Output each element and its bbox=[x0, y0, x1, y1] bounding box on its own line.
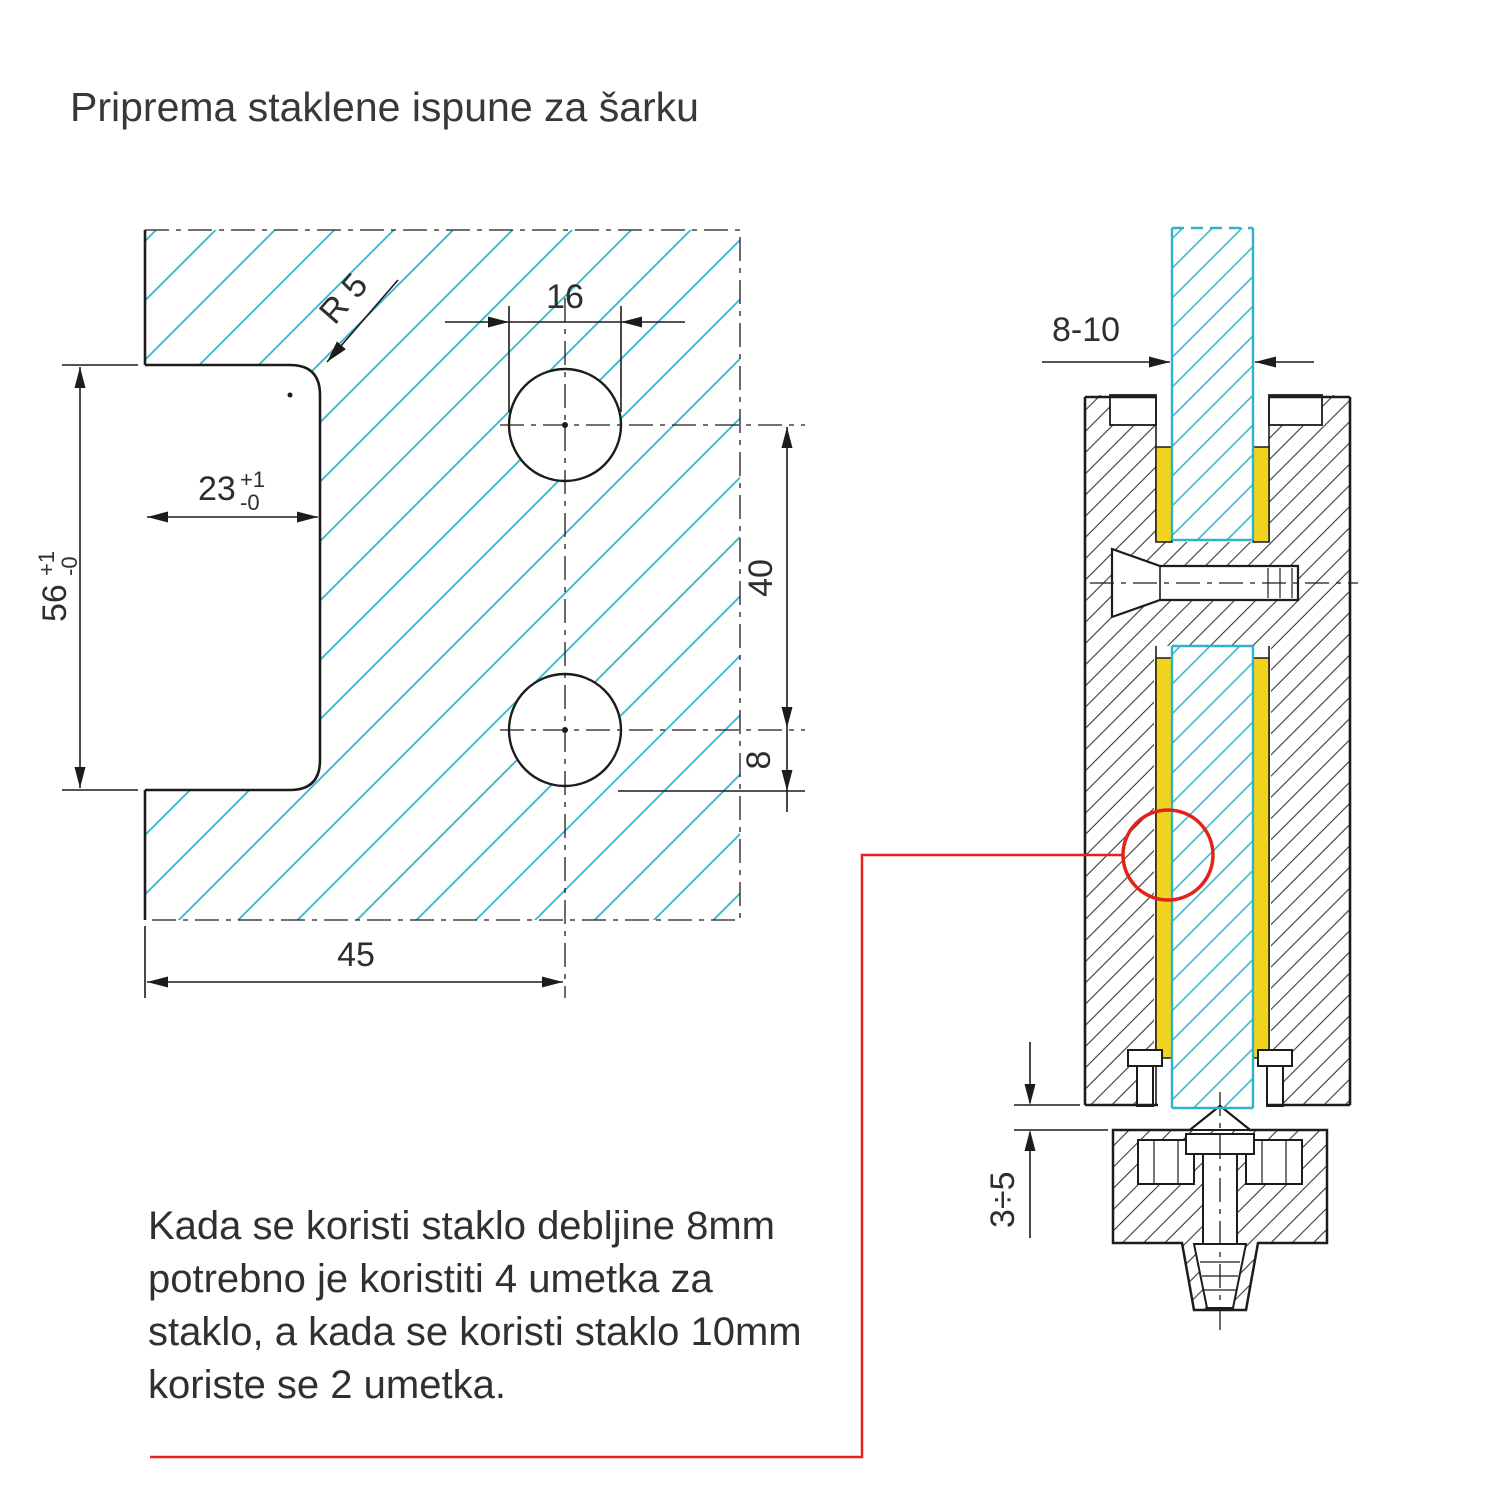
nut-right bbox=[1245, 1139, 1303, 1185]
gasket-upper-left bbox=[1155, 446, 1173, 543]
plan-view-dimensions: 16 R 5 23 +1 -0 bbox=[34, 266, 805, 998]
glass-hatch-area bbox=[145, 230, 740, 920]
dim-notch-depth-tol-minus: -0 bbox=[240, 490, 260, 515]
hinge-body-outline bbox=[1083, 395, 1352, 1107]
dim-hole-to-edge-label: 8 bbox=[740, 751, 778, 770]
dim-glass-thickness-label: 8-10 bbox=[1052, 311, 1120, 349]
dimension-hole-center-from-edge: 45 bbox=[144, 926, 563, 998]
dimension-hole-spacing: 40 bbox=[742, 427, 793, 728]
gasket-upper-right bbox=[1252, 446, 1270, 543]
dim-45-label: 45 bbox=[337, 936, 375, 974]
radius-center-mark bbox=[287, 392, 293, 398]
section-view-hinge: 8-10 3÷5 bbox=[984, 226, 1358, 1330]
gasket-callout bbox=[150, 808, 1215, 1459]
gasket-lower-left bbox=[1155, 657, 1173, 1059]
note-line-4: koriste se 2 umetka. bbox=[148, 1363, 506, 1407]
nut-left bbox=[1137, 1139, 1195, 1185]
dimension-glass-thickness: 8-10 bbox=[1042, 311, 1314, 368]
dim-notch-depth-tol-plus: +1 bbox=[240, 467, 265, 492]
note-line-3: staklo, a kada se koristi staklo 10mm bbox=[148, 1310, 802, 1354]
dim-hole-spacing-label: 40 bbox=[742, 559, 780, 597]
clamp-screw bbox=[1090, 547, 1358, 619]
dim-notch-height-tol-plus: +1 bbox=[34, 551, 59, 576]
dimension-notch-height: 56 +1 -0 bbox=[34, 364, 138, 791]
left-rebate-step bbox=[1109, 394, 1157, 426]
dimension-hole-diameter: 16 bbox=[445, 278, 685, 412]
note-block: Kada se koristi staklo debljine 8mm potr… bbox=[148, 1200, 802, 1412]
glass-outline-dashed bbox=[145, 229, 741, 921]
dim-bottom-gap-label: 3÷5 bbox=[984, 1172, 1022, 1228]
gasket-lower-right bbox=[1252, 657, 1270, 1059]
glass-pane-lower bbox=[1170, 644, 1255, 1108]
plan-view-glass-cutout bbox=[143, 229, 805, 998]
dimension-notch-depth: 23 +1 -0 bbox=[147, 467, 318, 523]
note-line-1: Kada se koristi staklo debljine 8mm bbox=[148, 1204, 775, 1248]
dim-notch-depth-label: 23 bbox=[198, 470, 236, 508]
retaining-screw-left bbox=[1127, 1049, 1163, 1107]
hinge-notch-outline bbox=[145, 363, 322, 792]
note-line-2: potrebno je koristiti 4 umetka za bbox=[148, 1257, 713, 1301]
dim-notch-height-label: 56 bbox=[36, 584, 74, 622]
dimension-hole-to-edge: 8 bbox=[618, 728, 805, 812]
dimension-bottom-gap: 3÷5 bbox=[984, 1042, 1108, 1238]
page-title: Priprema staklene ispune za šarku bbox=[70, 84, 699, 130]
callout-leader-line bbox=[150, 853, 1123, 1459]
bottom-fitting bbox=[1111, 1092, 1329, 1330]
retaining-screw-right bbox=[1257, 1049, 1293, 1107]
glass-pane-upper bbox=[1170, 226, 1255, 542]
dim-notch-height-tol-minus: -0 bbox=[57, 556, 82, 576]
right-rebate-step bbox=[1268, 394, 1323, 426]
centering-wedge bbox=[1187, 1104, 1253, 1131]
dim-hole-diameter-label: 16 bbox=[546, 278, 584, 316]
